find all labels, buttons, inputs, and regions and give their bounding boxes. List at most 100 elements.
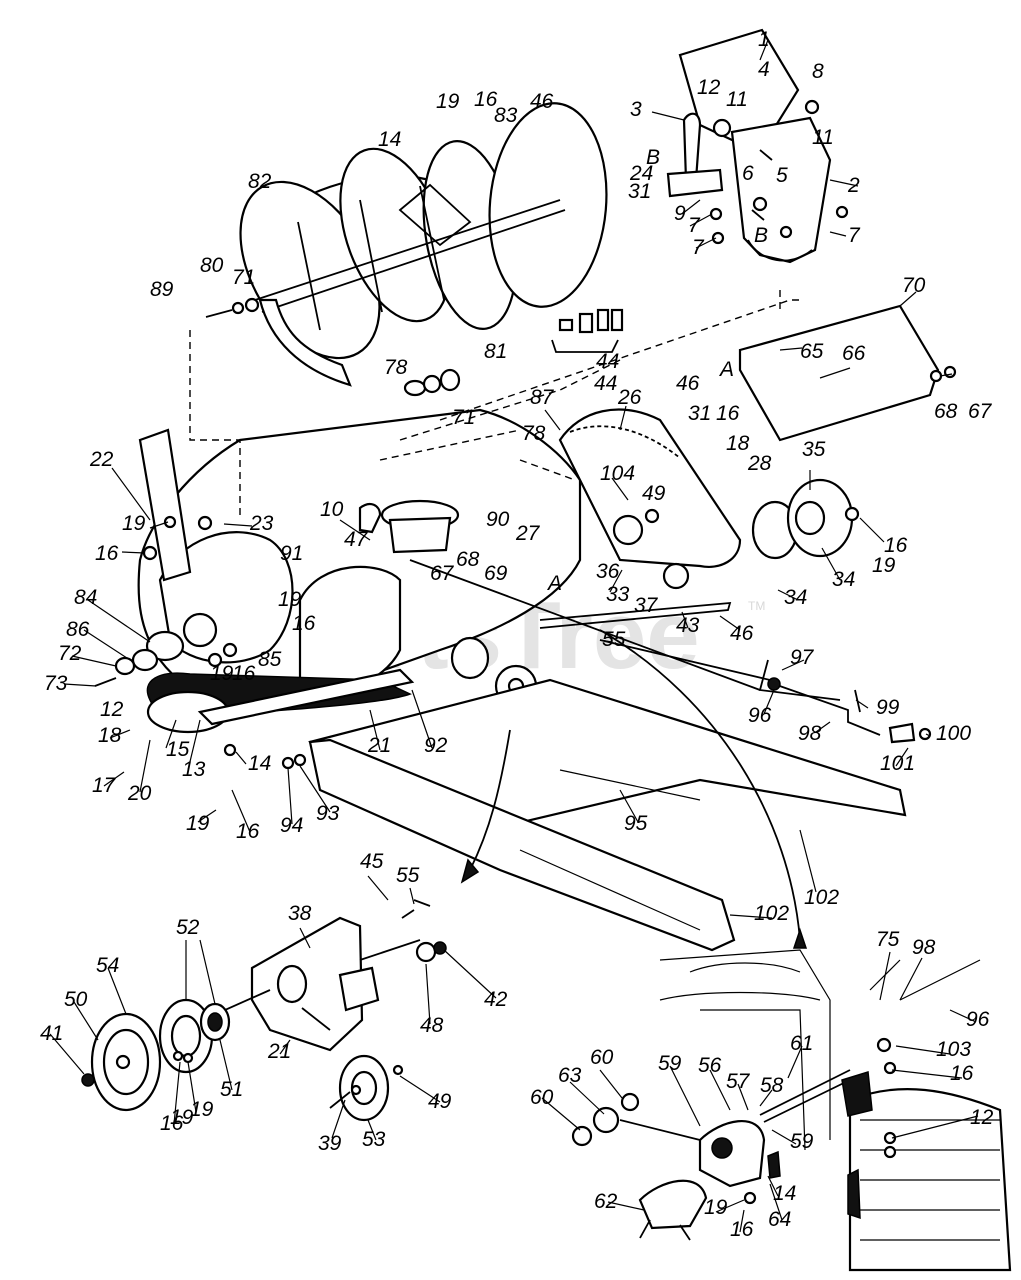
callout-90: 90	[486, 508, 510, 531]
callout-14: 14	[378, 128, 401, 151]
callout-87: 87	[530, 386, 555, 409]
callout-19c: 19	[278, 588, 302, 611]
callout-36: 36	[596, 560, 620, 583]
callout-33: 33	[606, 583, 630, 606]
callout-19: 19	[436, 90, 460, 113]
callout-42: 42	[484, 988, 508, 1011]
callout-44: 44	[594, 372, 617, 395]
callout-16i: 16	[730, 1218, 754, 1241]
callout-96: 96	[748, 704, 772, 727]
callout-16c: 16	[95, 542, 119, 565]
callout-62: 62	[594, 1190, 618, 1213]
callout-85: 85	[258, 648, 282, 671]
callout-39: 39	[318, 1132, 342, 1155]
callout-12b: 12	[100, 698, 124, 721]
callout-58: 58	[760, 1074, 784, 1097]
callout-65: 65	[800, 340, 824, 363]
callout-16d: 16	[884, 534, 908, 557]
callout-68: 68	[934, 400, 958, 423]
callout-60: 60	[590, 1046, 614, 1069]
callout-41: 41	[40, 1022, 63, 1045]
callout-59b: 59	[790, 1130, 814, 1153]
callout-7: 7	[688, 214, 701, 237]
callout-50: 50	[64, 988, 88, 1011]
callout-18b: 18	[98, 724, 122, 747]
shield-70	[738, 304, 957, 442]
callout-96b: 96	[966, 1008, 990, 1031]
callout-10: 10	[320, 498, 344, 521]
part-44-hardware	[551, 308, 624, 353]
callout-16h: 16	[160, 1112, 184, 1135]
frame-102	[308, 678, 907, 952]
chain-case	[558, 408, 742, 590]
callout-102: 102	[804, 886, 839, 909]
bottom-left-assembly	[81, 899, 447, 1122]
callout-47: 47	[344, 528, 369, 551]
callout-78b: 78	[522, 422, 546, 445]
callout-52: 52	[176, 916, 200, 939]
callout-16g: 16	[236, 820, 260, 843]
auger-assembly	[205, 102, 608, 387]
callout-22: 22	[89, 448, 114, 471]
left-bearing-stack	[94, 630, 238, 687]
callout-75: 75	[876, 928, 900, 951]
callout-83: 83	[494, 104, 518, 127]
callout-73: 73	[44, 672, 68, 695]
callout-14b: 14	[248, 752, 271, 775]
callout-56: 56	[698, 1054, 722, 1077]
callout-61: 61	[790, 1032, 813, 1055]
callout-19i: 19	[170, 1106, 194, 1129]
callout-91: 91	[280, 542, 303, 565]
chute-base	[358, 499, 460, 554]
callout-23: 23	[249, 512, 274, 535]
callout-18: 18	[726, 432, 750, 455]
section-mark-a-2: A	[546, 572, 562, 595]
callout-104: 104	[600, 462, 635, 485]
callout-19b: 19	[122, 512, 146, 535]
callout-19h: 19	[704, 1196, 728, 1219]
callout-68b: 68	[456, 548, 480, 571]
section-mark-a-1: A	[718, 358, 734, 381]
callout-13: 13	[182, 758, 206, 781]
callout-leaders	[49, 39, 979, 1233]
callout-46: 46	[530, 90, 554, 113]
callout-98b: 98	[912, 936, 936, 959]
callout-31b: 31	[688, 402, 711, 425]
callout-99: 99	[876, 696, 900, 719]
callout-59: 59	[658, 1052, 682, 1075]
callout-12: 12	[697, 76, 721, 99]
callout-92: 92	[424, 734, 448, 757]
callout-45: 45	[360, 850, 384, 873]
callout-19f: 19	[872, 554, 896, 577]
callout-48: 48	[420, 1014, 444, 1037]
callout-34: 34	[784, 586, 807, 609]
callout-54: 54	[96, 954, 119, 977]
section-marks: A A B B	[546, 146, 768, 595]
section-mark-b-1: B	[646, 146, 660, 169]
callout-46b: 46	[676, 372, 700, 395]
dashed-leaders	[189, 290, 800, 520]
callout-3: 3	[630, 98, 642, 121]
callout-63: 63	[558, 1064, 582, 1087]
callout-16f: 16	[232, 662, 256, 685]
arrows	[460, 629, 808, 949]
callout-4: 4	[758, 58, 770, 81]
rods	[409, 559, 932, 744]
callout-49: 49	[642, 482, 666, 505]
auger-housing	[137, 408, 582, 707]
callout-103: 103	[936, 1038, 971, 1061]
callout-20: 20	[127, 782, 152, 805]
callout-71: 71	[232, 266, 255, 289]
callout-16b: 16	[716, 402, 740, 425]
callout-55: 55	[602, 628, 626, 651]
callout-11b: 11	[812, 126, 834, 149]
callout-26: 26	[617, 386, 642, 409]
callout-94: 94	[280, 814, 303, 837]
callout-84: 84	[74, 586, 97, 609]
callout-8: 8	[812, 60, 824, 83]
callout-5: 5	[776, 164, 788, 187]
callout-53: 53	[362, 1128, 386, 1151]
callout-34b: 34	[832, 568, 855, 591]
callout-72: 72	[58, 642, 82, 665]
callout-16j: 16	[950, 1062, 974, 1085]
